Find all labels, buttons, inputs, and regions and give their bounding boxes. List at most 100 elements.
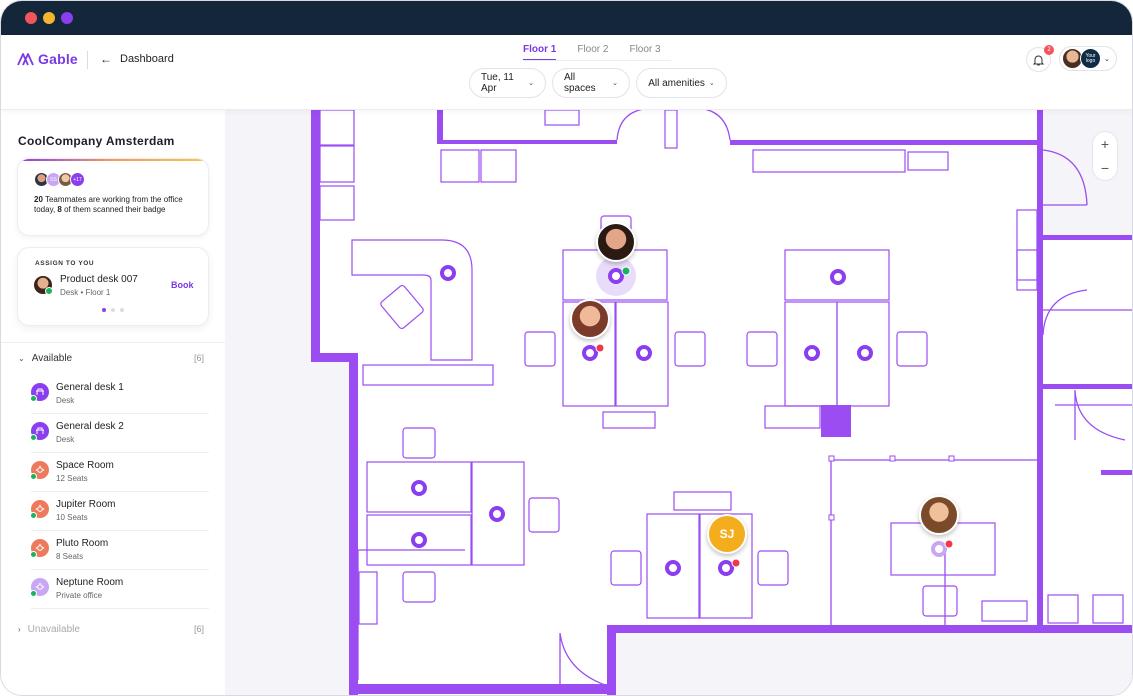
profile-menu[interactable]: Your logo ⌄ bbox=[1059, 46, 1117, 71]
amenities-filter-label: All amenities bbox=[648, 77, 705, 89]
avatar bbox=[34, 276, 53, 295]
teammates-card[interactable]: SS +17 20 Teammates are working from the… bbox=[17, 158, 209, 236]
teammates-summary: 20 Teammates are working from the office… bbox=[34, 195, 204, 215]
window-titlebar bbox=[1, 1, 1132, 35]
space-name: Jupiter Room bbox=[56, 499, 116, 510]
occupant-avatar-pin[interactable] bbox=[570, 299, 610, 339]
assigned-desk-subtitle: Desk • Floor 1 bbox=[60, 288, 111, 297]
back-label: Dashboard bbox=[120, 53, 174, 65]
carousel-pager bbox=[102, 308, 124, 312]
meeting-room-icon bbox=[30, 500, 49, 519]
scanned-count: 8 bbox=[57, 205, 62, 214]
list-item-neptune-room[interactable]: Neptune Room Private office bbox=[30, 570, 209, 609]
private-office-icon bbox=[30, 578, 49, 597]
back-to-dashboard-link[interactable]: ← Dashboard bbox=[100, 52, 174, 66]
chevron-down-icon: ⌄ bbox=[528, 80, 534, 87]
date-filter[interactable]: Tue, 11 Apr ⌄ bbox=[469, 68, 546, 98]
list-item-general-desk-2[interactable]: General desk 2 Desk bbox=[30, 414, 209, 453]
assigned-desk-card: ASSIGN TO YOU Product desk 007 Desk • Fl… bbox=[17, 247, 209, 326]
occupant-initials-pin[interactable]: SJ bbox=[707, 514, 747, 554]
date-filter-label: Tue, 11 Apr bbox=[481, 72, 514, 94]
pager-dot[interactable] bbox=[120, 308, 124, 312]
desk-icon bbox=[30, 422, 49, 441]
space-name: General desk 1 bbox=[56, 382, 124, 393]
list-item-space-room[interactable]: Space Room 12 Seats bbox=[30, 453, 209, 492]
gable-logo-icon bbox=[17, 53, 34, 66]
list-item-pluto-room[interactable]: Pluto Room 8 Seats bbox=[30, 531, 209, 570]
meeting-room-icon bbox=[30, 461, 49, 480]
notifications-button[interactable]: 2 bbox=[1026, 45, 1054, 72]
unavailable-label: Unavailable bbox=[27, 624, 80, 635]
company-name: CoolCompany Amsterdam bbox=[18, 134, 175, 148]
unavailable-section-toggle[interactable]: › Unavailable bbox=[18, 624, 80, 635]
tab-floor-3[interactable]: Floor 3 bbox=[629, 44, 661, 55]
pager-dot[interactable] bbox=[102, 308, 106, 312]
space-type: Desk bbox=[56, 396, 75, 405]
chevron-right-icon: › bbox=[18, 625, 21, 634]
partitions bbox=[357, 110, 1132, 686]
teammate-avatars: SS +17 bbox=[34, 172, 85, 187]
teammates-count: 20 bbox=[34, 195, 43, 204]
available-count: [6] bbox=[194, 353, 205, 363]
tab-underline-track bbox=[523, 60, 671, 61]
space-seats: 8 Seats bbox=[56, 552, 84, 561]
chevron-down-icon: ⌄ bbox=[1104, 55, 1110, 63]
header-divider bbox=[87, 51, 88, 69]
minimize-window-button[interactable] bbox=[43, 12, 55, 24]
occupant-avatar-pin[interactable] bbox=[596, 222, 636, 262]
available-label: Available bbox=[31, 353, 73, 364]
amenities-filter[interactable]: All amenities ⌄ bbox=[636, 68, 727, 98]
walls bbox=[311, 110, 1132, 695]
divider bbox=[1, 342, 225, 343]
floor-plan-map[interactable]: SJ + − bbox=[225, 110, 1132, 695]
furniture bbox=[319, 110, 1124, 625]
tab-floor-1[interactable]: Floor 1 bbox=[523, 44, 557, 61]
room-markers bbox=[828, 455, 955, 521]
floor-plan bbox=[311, 110, 1132, 695]
sidebar: CoolCompany Amsterdam SS +17 20 Teammate… bbox=[1, 110, 225, 695]
available-section-toggle[interactable]: ⌄ Available bbox=[18, 353, 72, 364]
tab-floor-2[interactable]: Floor 2 bbox=[577, 44, 609, 55]
zoom-controls: + − bbox=[1092, 131, 1118, 181]
desk-icon bbox=[30, 383, 49, 402]
assigned-desk-title: Product desk 007 bbox=[60, 274, 138, 285]
zoom-in-button[interactable]: + bbox=[1100, 136, 1110, 152]
space-seats: 10 Seats bbox=[56, 513, 88, 522]
app-name: Gable bbox=[38, 51, 78, 67]
avatar: SS bbox=[46, 172, 61, 187]
spaces-filter[interactable]: All spaces ⌄ bbox=[552, 68, 630, 98]
close-window-button[interactable] bbox=[25, 12, 37, 24]
notification-badge: 2 bbox=[1044, 45, 1054, 55]
gable-logo[interactable]: Gable bbox=[17, 51, 78, 67]
pager-dot[interactable] bbox=[111, 308, 115, 312]
list-item-jupiter-room[interactable]: Jupiter Room 10 Seats bbox=[30, 492, 209, 531]
space-seats: 12 Seats bbox=[56, 474, 88, 483]
occupant-avatar-pin[interactable] bbox=[919, 495, 959, 535]
teammates-text-2: of them scanned their badge bbox=[61, 205, 166, 214]
zoom-out-button[interactable]: − bbox=[1100, 160, 1110, 176]
assign-label: ASSIGN TO YOU bbox=[35, 260, 95, 267]
space-name: Space Room bbox=[56, 460, 114, 471]
top-header: Gable ← Dashboard Floor 1 Floor 2 Floor … bbox=[1, 35, 1132, 110]
space-name: Pluto Room bbox=[56, 538, 109, 549]
company-logo-avatar: Your logo bbox=[1080, 48, 1101, 69]
book-button[interactable]: Book bbox=[171, 280, 194, 290]
more-teammates-badge: +17 bbox=[70, 172, 85, 187]
desk-spots bbox=[411, 256, 954, 576]
arrow-left-icon: ← bbox=[100, 52, 112, 66]
filter-bar: Tue, 11 Apr ⌄ All spaces ⌄ All amenities… bbox=[469, 68, 727, 98]
teammates-text-1: Teammates are working from the office to… bbox=[34, 195, 183, 214]
meeting-room-icon bbox=[30, 539, 49, 558]
space-name: General desk 2 bbox=[56, 421, 124, 432]
space-name: Neptune Room bbox=[56, 577, 124, 588]
chevron-down-icon: ⌄ bbox=[612, 80, 618, 87]
space-type: Private office bbox=[56, 591, 103, 600]
spaces-filter-label: All spaces bbox=[564, 72, 596, 94]
bell-icon bbox=[1033, 55, 1044, 65]
chevron-down-icon: ⌄ bbox=[18, 354, 25, 363]
list-item-general-desk-1[interactable]: General desk 1 Desk bbox=[30, 375, 209, 414]
chevron-down-icon: ⌄ bbox=[708, 80, 715, 87]
unavailable-count: [6] bbox=[194, 624, 205, 634]
maximize-window-button[interactable] bbox=[61, 12, 73, 24]
